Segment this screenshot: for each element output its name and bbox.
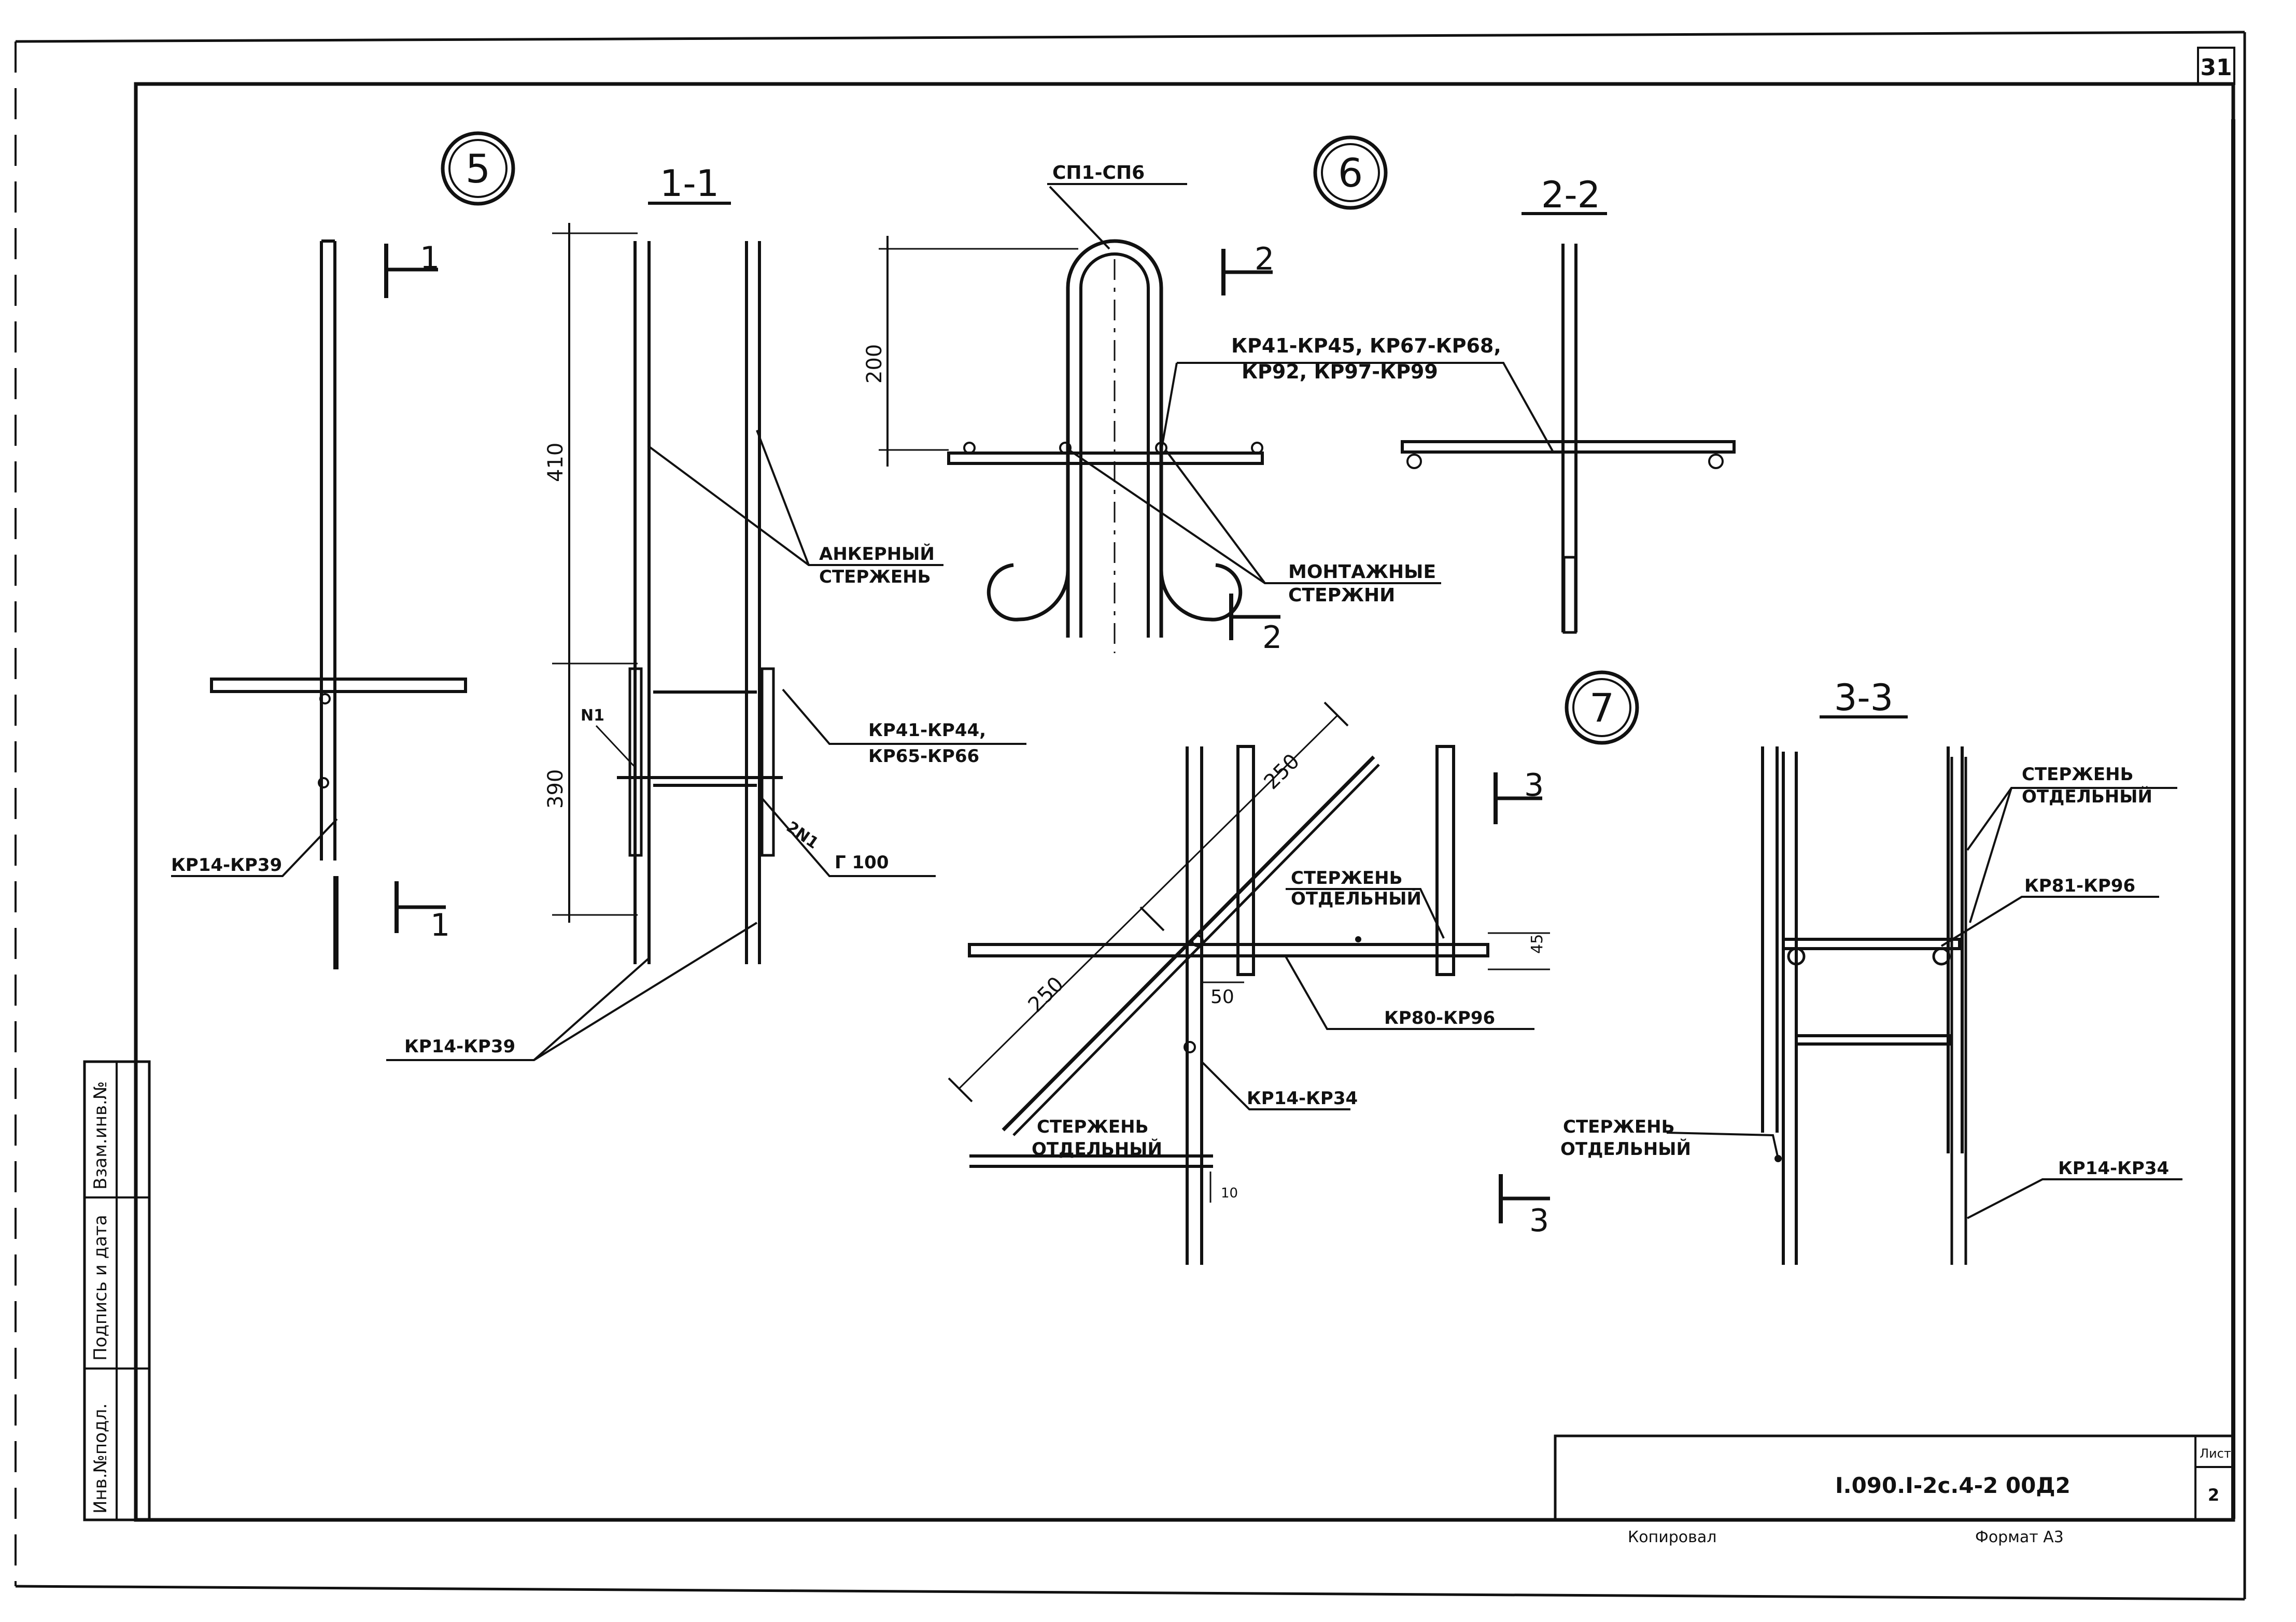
node-6: 6 200 СП1-СП6 2 2 КР41-КР45, КР67-КР68, (863, 135, 1736, 656)
label-sp: СП1-СП6 (1052, 162, 1145, 184)
node7-33-sep-bar-line2: ОТДЕЛЬНЫЙ (2022, 786, 2152, 807)
label-n1: N1 (581, 707, 604, 725)
node-7: 7 250 250 50 45 10 3 (948, 670, 2182, 1265)
node7-sep-bar-line2: ОТДЕЛЬНЫЙ (1291, 888, 1421, 909)
drawing-code: I.090.I-2с.4-2 00Д2 (1835, 1473, 2070, 1498)
node7-33-sep-bar2-line2: ОТДЕЛЬНЫЙ (1560, 1138, 1691, 1160)
node7-sep-bar2-line1: СТЕРЖЕНЬ (1037, 1117, 1149, 1137)
anchor-bar-line1: АНКЕРНЫЙ (819, 543, 935, 565)
node5-kr-a1: КР41-КР44, (868, 720, 986, 741)
copied-label: Копировал (1628, 1528, 1716, 1546)
stamp-replace-inv: Взам.инв.№ (90, 1081, 111, 1190)
sheet-label: Лист (2200, 1446, 2231, 1461)
node7-sep-bar2-line2: ОТДЕЛЬНЫЙ (1032, 1138, 1162, 1160)
node7-33-sep-bar-line1: СТЕРЖЕНЬ (2022, 764, 2134, 785)
node5-kr-a2: КР65-КР66 (868, 746, 979, 767)
cut-2-bottom: 2 (1262, 619, 1282, 656)
node7-kr14: КР14-КР34 (1247, 1088, 1358, 1109)
format-label: Формат А3 (1975, 1528, 2064, 1546)
dim-250-a: 250 (1260, 750, 1305, 795)
corner-number: 31 (2200, 54, 2232, 81)
inner-frame (134, 82, 2235, 1522)
dim-10: 10 (1221, 1186, 1238, 1201)
node5-kr-left: КР14-КР39 (171, 855, 282, 876)
side-stamp: Инв.№подл. Подпись и дата Взам.инв.№ (83, 1060, 151, 1521)
cut-1-bottom: 1 (430, 907, 450, 943)
node7-sep-bar-line1: СТЕРЖЕНЬ (1291, 868, 1403, 888)
cut-3-bottom: 3 (1529, 1203, 1549, 1239)
node7-kr80: КР80-КР96 (1384, 1008, 1495, 1028)
node7-kr81: КР81-КР96 (2024, 876, 2135, 896)
dim-250-b: 250 (1024, 972, 1069, 1018)
node-7-number: 7 (1589, 685, 1614, 731)
mount-bars-line1: МОНТАЖНЫЕ (1288, 561, 1436, 583)
stamp-signature-date: Подпись и дата (90, 1215, 111, 1361)
node6-kr-line2: КР92, КР97-КР99 (1242, 360, 1438, 383)
dim-390: 390 (544, 769, 568, 809)
cut-1-top: 1 (420, 240, 440, 276)
sheet-number: 2 (2208, 1485, 2219, 1505)
node7-kr14b: КР14-КР34 (2058, 1158, 2169, 1179)
label-g100: Г 100 (835, 852, 889, 873)
section-1-1-title: 1-1 (660, 162, 719, 205)
section-2-2-title: 2-2 (1541, 174, 1600, 216)
node6-kr-line1: КР41-КР45, КР67-КР68, (1231, 334, 1501, 357)
node-5: 5 1 1 КР14-КР39 1-1 (171, 131, 1026, 1061)
stamp-inv-orig: Инв.№подл. (90, 1403, 111, 1514)
dim-50: 50 (1210, 986, 1234, 1008)
node-6-number: 6 (1338, 150, 1363, 196)
mount-bars-line2: СТЕРЖНИ (1288, 585, 1395, 606)
dim-45: 45 (1528, 934, 1546, 954)
label-2n1: 2N1 (783, 818, 822, 853)
section-3-3-title: 3-3 (1834, 676, 1893, 719)
cut-3-top: 3 (1524, 767, 1544, 803)
corner-number-box: 31 (2197, 47, 2235, 85)
dim-410: 410 (544, 443, 568, 482)
outer-frame (15, 31, 2246, 1601)
node-5-number: 5 (466, 146, 490, 192)
title-block: I.090.I-2с.4-2 00Д2 Лист 2 Копировал Фор… (1554, 1434, 2233, 1546)
cut-2-top: 2 (1255, 241, 1274, 277)
node7-33-sep-bar2-line1: СТЕРЖЕНЬ (1563, 1117, 1675, 1137)
dim-200: 200 (863, 344, 886, 384)
anchor-bar-line2: СТЕРЖЕНЬ (819, 567, 931, 587)
node5-kr-bottom: КР14-КР39 (404, 1036, 515, 1057)
